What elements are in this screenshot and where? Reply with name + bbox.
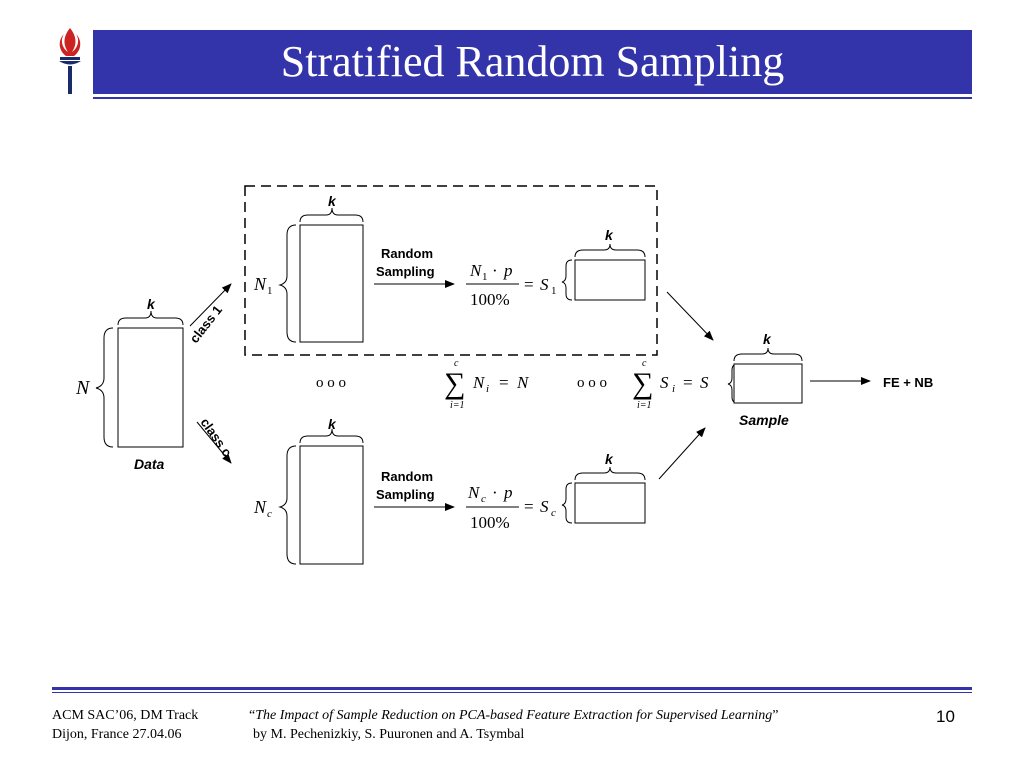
sample-label: Sample	[739, 412, 789, 428]
sum1-n-sub: i	[486, 383, 489, 395]
sample1-k-label: k	[605, 227, 614, 243]
footer-conference: ACM SAC’06, DM Track	[52, 708, 199, 723]
formulac-n-sub: c	[481, 493, 486, 505]
sample1-block	[574, 259, 646, 301]
class1-k-brace	[299, 207, 364, 223]
class1-n-brace	[278, 224, 297, 343]
classc-k-label: k	[328, 416, 337, 432]
random-sampling-1-line2: Sampling	[376, 264, 435, 279]
nc-base: N	[253, 497, 267, 517]
formulac-denominator: 100%	[470, 513, 510, 532]
s1-base: S	[540, 275, 549, 294]
sample1-to-final-arrow	[666, 291, 714, 341]
footer-paper-title-line: “The Impact of Sample Reduction on PCA-b…	[249, 708, 778, 724]
samplec-k-label: k	[605, 451, 614, 467]
class1-block	[299, 224, 364, 343]
sum1-equals: =	[499, 373, 509, 392]
formula1-n-sub: 1	[482, 271, 488, 283]
samplec-k-brace	[574, 466, 646, 481]
open-quote: “	[249, 708, 256, 723]
sum2-lower: i=1	[637, 400, 652, 411]
data-label: Data	[134, 456, 165, 472]
classc-n-brace	[278, 445, 297, 565]
sum2-upper: c	[642, 358, 647, 369]
class1-k-label: k	[328, 193, 337, 209]
footer-location-date: Dijon, France 27.04.06	[52, 727, 182, 742]
classc-label: class c	[198, 415, 235, 459]
sum1-n: N	[472, 373, 486, 392]
page-number: 10	[936, 707, 955, 726]
sum1-upper: c	[454, 358, 459, 369]
s1-brace	[561, 259, 573, 301]
final-sample-k-brace	[733, 347, 803, 362]
sc-brace	[561, 482, 573, 524]
sum1-sigma: ∑	[444, 367, 465, 400]
footer-authors: by M. Pechenizkiy, S. Puuronen and A. Ts…	[253, 727, 525, 742]
ellipsis-right: o o o	[577, 375, 607, 391]
close-quote: ”	[772, 708, 779, 723]
data-block	[117, 327, 184, 448]
sum2-s-sub: i	[672, 383, 675, 395]
class1-dashed-frame	[244, 185, 658, 356]
nc-sub: c	[267, 508, 272, 520]
formula1-equals: =	[524, 275, 534, 294]
random-sampling-c-line2: Sampling	[376, 487, 435, 502]
sum1-lower: i=1	[450, 400, 465, 411]
formulac-dot: ·	[492, 483, 498, 502]
n1-base: N	[253, 274, 267, 294]
sample1-k-brace	[574, 243, 646, 258]
footer-paper-title: The Impact of Sample Reduction on PCA-ba…	[255, 708, 773, 723]
footer-rule-thick	[52, 687, 972, 690]
random-sampling-1-line1: Random	[381, 246, 433, 261]
final-sample-block	[733, 363, 803, 404]
samplec-to-final-arrow	[658, 427, 706, 480]
formula1-n: N	[469, 261, 483, 280]
formula1-p: p	[503, 261, 513, 280]
formulac-n: N	[467, 483, 481, 502]
ellipsis-left: o o o	[316, 375, 346, 391]
formulac-equals: =	[524, 497, 534, 516]
sum2-s: S	[660, 373, 669, 392]
footer-rule-thin	[52, 692, 972, 693]
classc-block	[299, 445, 364, 565]
data-n-brace	[95, 327, 114, 448]
random-sampling-c-line1: Random	[381, 469, 433, 484]
sum2-rhs: S	[700, 373, 709, 392]
torch-logo-icon	[59, 28, 81, 94]
n1-sub: 1	[267, 285, 273, 297]
data-k-label: k	[147, 296, 156, 312]
s1-sub: 1	[551, 285, 557, 297]
title-bar	[93, 30, 972, 94]
sum2-sigma: ∑	[632, 367, 653, 400]
formula1-denominator: 100%	[470, 290, 510, 309]
formulac-p: p	[503, 483, 513, 502]
sum1-rhs: N	[516, 373, 530, 392]
sum2-equals: =	[683, 373, 693, 392]
class1-arrow	[189, 283, 232, 327]
data-n-label: N	[75, 377, 91, 399]
sample-s-brace	[727, 363, 739, 404]
sc-base: S	[540, 497, 549, 516]
sc-sub: c	[551, 507, 556, 519]
output-label: FE + NB	[883, 375, 933, 390]
final-sample-k-label: k	[763, 331, 772, 347]
samplec-block	[574, 482, 646, 524]
formula1-dot: ·	[492, 261, 498, 280]
classc-arrow	[196, 421, 232, 464]
data-k-brace	[117, 310, 184, 326]
title-underline	[93, 97, 972, 99]
slide-title: Stratified Random Sampling	[280, 37, 785, 86]
classc-k-brace	[299, 428, 364, 444]
